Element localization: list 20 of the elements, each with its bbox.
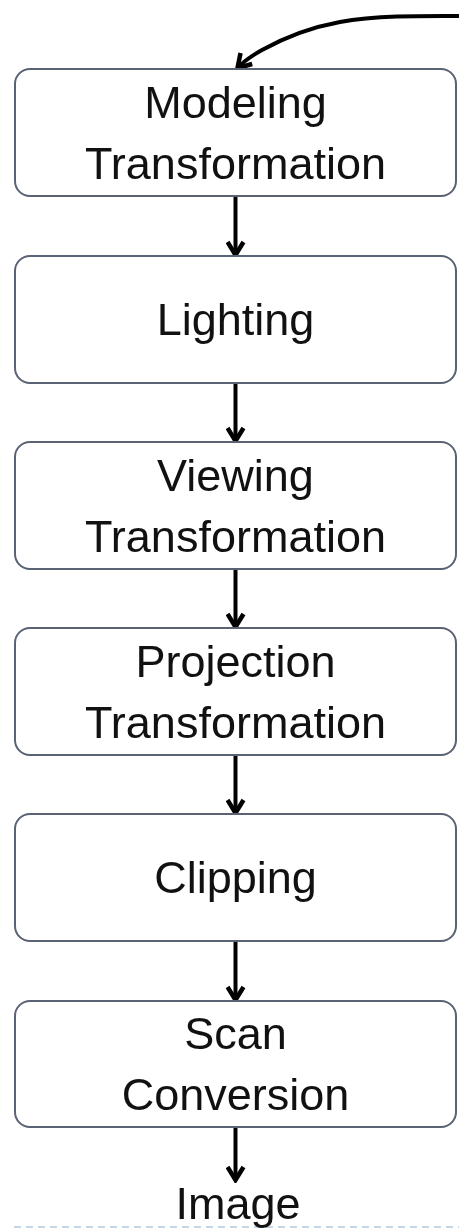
output-label: Image xyxy=(175,1181,301,1227)
step-label: Modeling Transformation xyxy=(84,75,387,191)
process-box xyxy=(14,68,457,197)
process-box xyxy=(14,441,457,570)
arrow xyxy=(225,1128,246,1183)
arrow xyxy=(235,13,459,71)
process-box xyxy=(14,255,457,384)
process-box xyxy=(14,1000,457,1128)
arrow xyxy=(225,384,246,444)
arrow xyxy=(225,942,246,1003)
arrow xyxy=(225,570,246,630)
step-label: Lighting xyxy=(156,293,315,347)
step-label: Clipping xyxy=(154,851,317,905)
process-box xyxy=(14,813,457,942)
step-label: Viewing Transformation xyxy=(84,448,387,564)
step-label: Projection Transformation xyxy=(84,634,387,750)
step-label: Scan Conversion xyxy=(120,1007,351,1122)
process-box xyxy=(14,627,457,756)
arrow xyxy=(225,197,246,258)
arrow xyxy=(225,756,246,816)
